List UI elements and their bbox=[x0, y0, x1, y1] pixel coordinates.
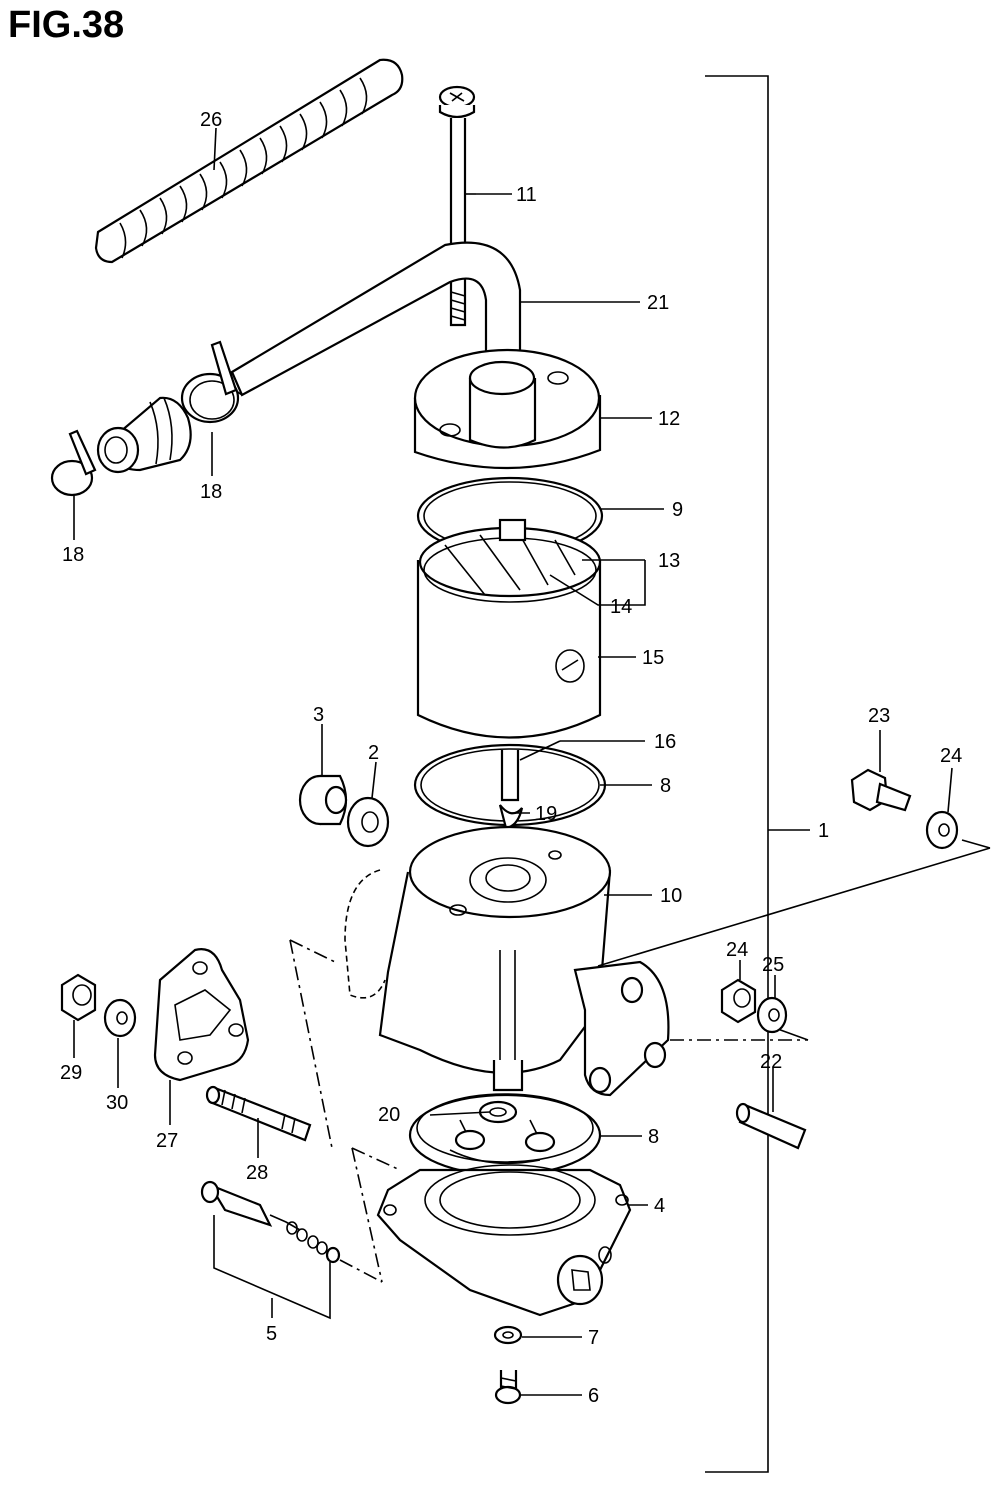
washer-part-24-right bbox=[925, 810, 959, 850]
callout-18b: 18 bbox=[62, 544, 84, 566]
callout-24a: 24 bbox=[940, 745, 962, 767]
assembly-bracket bbox=[705, 75, 810, 1473]
callout-2: 2 bbox=[368, 742, 379, 764]
washer-part-2 bbox=[346, 796, 390, 848]
pump-body-part-10 bbox=[344, 825, 670, 1097]
callout-12: 12 bbox=[658, 408, 680, 430]
callout-labels: 26 11 21 12 18 18 9 13 14 15 3 2 16 8 19… bbox=[60, 109, 962, 1407]
washer-part-7 bbox=[493, 1325, 523, 1345]
callout-8b: 8 bbox=[648, 1126, 659, 1148]
callout-19: 19 bbox=[535, 803, 557, 825]
relief-valve-part-5 bbox=[200, 1180, 341, 1320]
callout-5: 5 bbox=[266, 1323, 277, 1345]
figure-title: FIG.38 bbox=[8, 4, 125, 46]
bolt-part-23 bbox=[850, 768, 912, 812]
screw-part-6 bbox=[494, 1370, 522, 1405]
callout-27: 27 bbox=[156, 1130, 178, 1152]
nut-part-24-lower bbox=[720, 978, 757, 1024]
callout-14: 14 bbox=[610, 596, 632, 618]
pump-base-part-4 bbox=[376, 1164, 632, 1317]
clamp-part-18 bbox=[50, 340, 240, 497]
shaft-part-16 bbox=[498, 750, 524, 830]
stud-part-28 bbox=[205, 1085, 312, 1142]
callout-9: 9 bbox=[672, 499, 683, 521]
stud-part-22 bbox=[735, 1102, 807, 1150]
callout-30: 30 bbox=[106, 1092, 128, 1114]
motor-housing-part-15 bbox=[416, 518, 602, 739]
spiral-protector-part bbox=[94, 58, 404, 264]
callout-15: 15 bbox=[642, 647, 664, 669]
washer-part-30 bbox=[103, 998, 137, 1038]
callout-29: 29 bbox=[60, 1062, 82, 1084]
pump-cap-part-12 bbox=[413, 348, 602, 470]
callout-26: 26 bbox=[200, 109, 222, 131]
washer-part-25 bbox=[756, 996, 788, 1034]
callout-1: 1 bbox=[818, 820, 829, 842]
callout-7: 7 bbox=[588, 1327, 599, 1349]
callout-18a: 18 bbox=[200, 481, 222, 503]
alignment-lines bbox=[289, 839, 991, 1283]
valve-plate-part-8-lower bbox=[408, 1093, 602, 1177]
bracket-part-27 bbox=[153, 948, 250, 1082]
callout-21: 21 bbox=[647, 292, 669, 314]
callout-23: 23 bbox=[868, 705, 890, 727]
callout-11: 11 bbox=[516, 184, 537, 206]
callout-22: 22 bbox=[760, 1051, 782, 1073]
callout-3: 3 bbox=[313, 704, 324, 726]
callout-10: 10 bbox=[660, 885, 682, 907]
callout-16: 16 bbox=[654, 731, 676, 753]
callout-4: 4 bbox=[654, 1195, 665, 1217]
callout-28: 28 bbox=[246, 1162, 268, 1184]
callout-25: 25 bbox=[762, 954, 784, 976]
callout-6: 6 bbox=[588, 1385, 599, 1407]
callout-20: 20 bbox=[378, 1104, 400, 1126]
callout-13: 13 bbox=[658, 550, 680, 572]
callout-8a: 8 bbox=[660, 775, 671, 797]
callout-24b: 24 bbox=[726, 939, 748, 961]
leader-lines bbox=[73, 127, 953, 1396]
bolt-part-11 bbox=[438, 85, 476, 327]
plug-part-3 bbox=[298, 774, 348, 826]
nut-part-29 bbox=[60, 973, 97, 1022]
hose-fitting-part bbox=[96, 396, 192, 474]
